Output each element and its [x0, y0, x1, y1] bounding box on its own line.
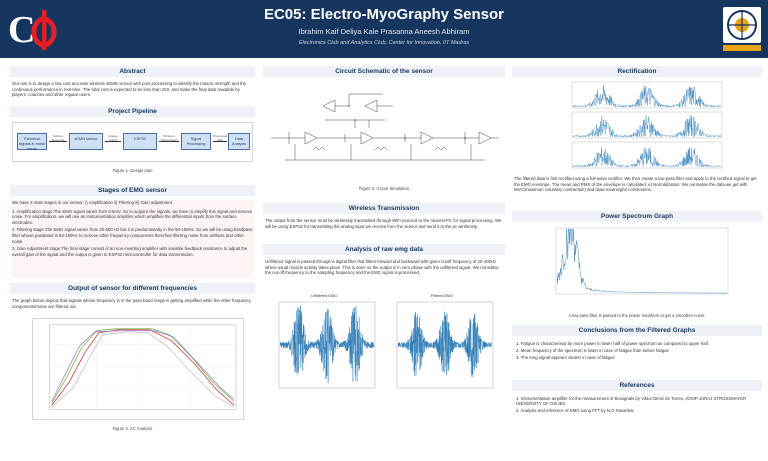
pipeline-node-esp32: ESP32 — [123, 133, 157, 150]
pipeline-node-nerve: Electrical signals in motor nerve — [17, 133, 47, 151]
figure-3-caption: Figure 3. Circuit Simulation — [358, 186, 410, 191]
stages-box: We have 3 main stages in our sensor: i) … — [12, 200, 253, 278]
club-logo: C — [8, 9, 57, 51]
stages-band: Stages of EMG sensor — [10, 185, 255, 196]
figure-1-caption: Figure 1. Design plan — [112, 168, 153, 173]
pipeline-edge-wireless: Wireless Transmission — [160, 134, 178, 142]
pipeline-node-processing: Signal Processing — [181, 133, 211, 150]
pipeline-edge-processed: Processed data — [213, 134, 228, 142]
figure-2-caption: Figure 2. AC Analysis — [112, 426, 153, 431]
conclusion-item: 2. Mean frequency of the spectrum is low… — [516, 347, 669, 353]
pipeline-arrow — [49, 141, 67, 142]
ac-analysis-figure — [32, 318, 244, 420]
stages-heading: Stages of EMG sensor — [98, 187, 167, 194]
column-right: Rectification The filtered data is first… — [512, 62, 762, 458]
wireless-text: The output from the sensor must be wirel… — [265, 218, 502, 229]
conclusions-heading: Conclusions from the Filtered Graphs — [578, 327, 696, 334]
filtered-emg-plot — [396, 301, 494, 389]
svg-text:C: C — [8, 9, 35, 51]
conclusion-item: 1. Fatigue is characterised by more powe… — [516, 341, 709, 346]
column-middle: Circuit Schematic of the sensor Figure 3… — [263, 62, 505, 458]
psd-caption: A low pass filter is passed to the power… — [568, 313, 706, 318]
wireless-heading: Wireless Transmission — [348, 205, 420, 212]
conclusion-item: 3. The emg signal appears clearer in cas… — [516, 354, 615, 360]
rectification-heading: Rectification — [617, 68, 657, 75]
pipeline-arrow — [159, 141, 179, 142]
rectification-band: Rectification — [512, 66, 762, 77]
circuit-schematic — [265, 80, 503, 176]
pipeline-node-sensor: sEMG sensor — [69, 133, 103, 150]
analysis-band: Analysis of raw emg data — [263, 244, 505, 255]
wireless-band: Wireless Transmission — [263, 203, 505, 214]
reference-item: 1. Instrumentation amplifier for the mea… — [516, 396, 747, 407]
stage-item-filtering: 2. Filtering stage:The EMG signal varies… — [12, 227, 253, 244]
column-left: Abstract Our aim is to design a low cost… — [10, 62, 255, 458]
stages-intro: We have 3 main stages in our sensor: i) … — [12, 200, 172, 205]
stage-item-amplification: 1. Amplification stage:The EMG signal va… — [12, 208, 253, 225]
conclusions-list: 1. Fatigue is characterised by more powe… — [516, 341, 760, 362]
references-list: 1. Instrumentation amplifier for the mea… — [516, 396, 760, 415]
analysis-text: Unfiltered signal is passed through a di… — [265, 259, 499, 276]
pipeline-arrow — [213, 141, 227, 142]
power-spectrum-plot — [555, 227, 729, 295]
references-band: References — [512, 380, 762, 391]
unfiltered-title: Unfiltered EMG — [311, 294, 337, 298]
pipeline-node-analysis: Data Analysis — [228, 133, 250, 150]
poster-title: EC05: Electro-MyoGraphy Sensor — [263, 6, 505, 23]
header-banner: C EC05: Electro-MyoGraphy Sensor Ibrahim… — [0, 0, 768, 58]
output-text: The graph below depicts that signals who… — [12, 298, 251, 309]
affiliation: Electronics Club and Analytics Club, Cen… — [298, 40, 470, 46]
abstract-band: Abstract — [10, 66, 255, 77]
filtered-title: Filtered EMG — [430, 294, 454, 298]
output-heading: Output of sensor for different frequenci… — [68, 285, 197, 292]
pipeline-diagram: Electrical signals in motor nerve Surfac… — [12, 122, 253, 162]
psd-heading: Power Spectrum Graph — [600, 213, 674, 220]
output-band: Output of sensor for different frequenci… — [10, 283, 255, 294]
pipeline-arrow — [105, 141, 121, 142]
pipeline-edge-analog: Analog Output — [108, 134, 118, 142]
pipeline-edge-electrode: Surface Electrode — [51, 134, 65, 142]
conclusions-band: Conclusions from the Filtered Graphs — [512, 325, 762, 336]
rectification-plots — [571, 81, 723, 169]
circuit-band: Circuit Schematic of the sensor — [263, 66, 505, 77]
unfiltered-emg-plot — [278, 301, 376, 389]
author-list: Ibrahim Kaif Deliya Kale Prasanna Aneesh… — [298, 27, 470, 36]
circuit-heading: Circuit Schematic of the sensor — [335, 68, 433, 75]
rectification-text: The filtered data is first rectified usi… — [514, 176, 757, 193]
pipeline-band: Project Pipeline — [10, 106, 255, 117]
reference-item: 2. Analysis and inference of EMG using F… — [516, 408, 634, 414]
stage-item-gain: 3. Gain Adjustment stage:The final stage… — [12, 246, 248, 257]
references-heading: References — [619, 382, 655, 389]
pipeline-heading: Project Pipeline — [108, 108, 157, 115]
abstract-text: Our aim is to design a low cost accurate… — [12, 81, 247, 98]
abstract-heading: Abstract — [119, 68, 146, 75]
analysis-heading: Analysis of raw emg data — [344, 246, 424, 253]
psd-band: Power Spectrum Graph — [512, 211, 762, 222]
institute-logo — [723, 7, 761, 51]
